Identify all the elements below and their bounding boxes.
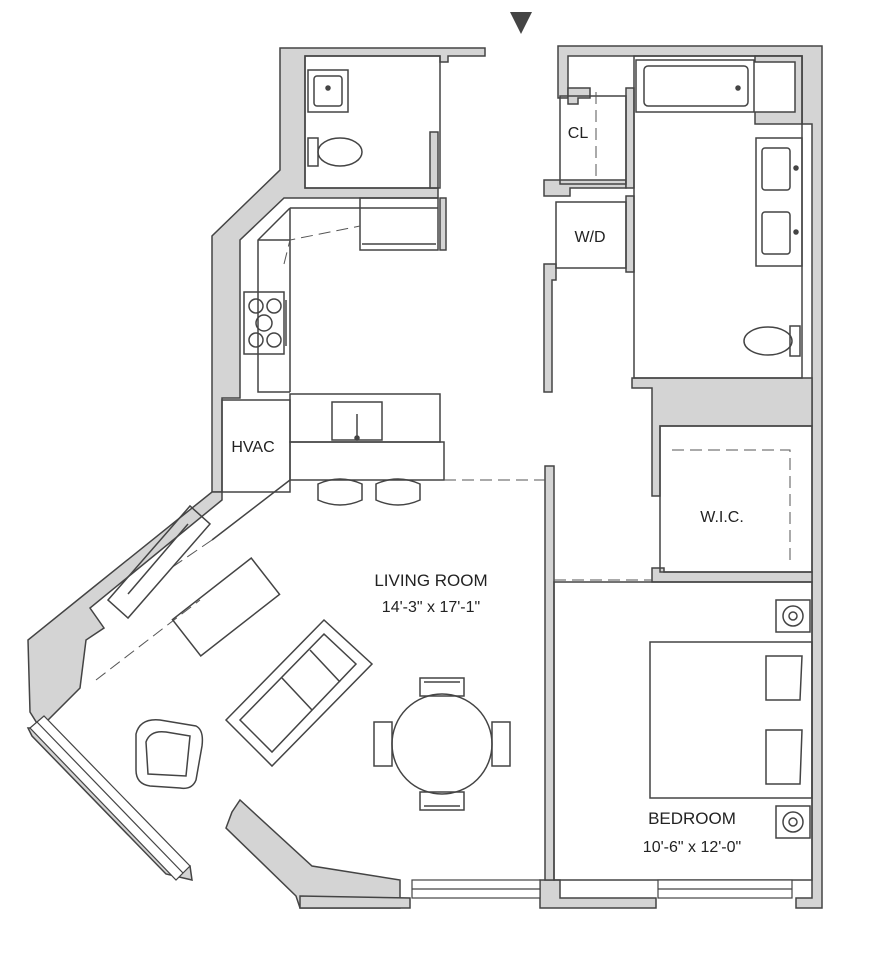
bedroom-dims: 10'-6" x 12'-0" — [643, 839, 741, 856]
sofa-icon — [224, 618, 374, 768]
coffee-table — [171, 557, 281, 657]
bar-stools — [317, 478, 421, 506]
labels: LIVING ROOM 14'-3" x 17'-1" BEDROOM 10'-… — [231, 125, 743, 856]
bath-sink-icon — [307, 69, 349, 113]
tv-console — [106, 504, 212, 620]
faucet-icon — [354, 414, 360, 441]
toilet-icon — [307, 137, 363, 167]
living-room-name: LIVING ROOM — [374, 571, 487, 590]
windows — [29, 715, 793, 899]
hvac-label: HVAC — [231, 439, 274, 456]
stove-icon — [243, 291, 287, 355]
double-vanity-icon — [755, 137, 803, 267]
entry-arrow-icon — [510, 12, 532, 34]
nightstand-icon — [775, 599, 811, 839]
toilet-icon-right — [743, 325, 801, 357]
closet-label: CL — [568, 125, 589, 142]
washer-dryer-label: W/D — [574, 229, 605, 246]
bathtub-icon — [635, 59, 755, 113]
exterior-walls — [26, 45, 823, 909]
bedroom-name: BEDROOM — [648, 809, 736, 828]
bed-icon — [649, 641, 813, 799]
walk-in-closet-label: W.I.C. — [700, 509, 744, 526]
dining-table — [373, 677, 511, 811]
dashed-lines — [95, 92, 791, 681]
armchair-icon — [135, 719, 204, 790]
living-room-dims: 14'-3" x 17'-1" — [382, 599, 480, 616]
